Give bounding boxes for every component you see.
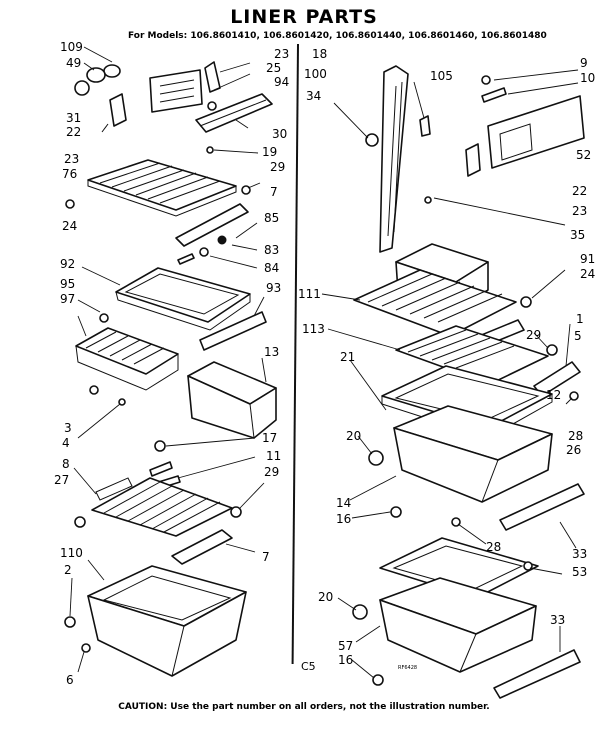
callout-label: 23	[274, 47, 290, 61]
callout-label: 16	[338, 653, 354, 667]
callout-label: 28	[568, 429, 584, 443]
callout-label: 19	[262, 145, 278, 159]
light-cover-part	[195, 93, 273, 154]
callout-label: 31	[66, 111, 82, 125]
callout-label: 24	[62, 219, 78, 233]
model-numbers: For Models: 106.8601410, 106.8601420, 10…	[128, 31, 547, 41]
freezer-wire-shelf-lower	[74, 477, 242, 565]
callout-label: 3	[64, 421, 72, 435]
callout-label: 22	[66, 125, 82, 139]
callout-label: 84	[264, 261, 280, 275]
control-housing	[465, 75, 585, 177]
callout-label: 24	[580, 267, 596, 281]
callout-label: 52	[576, 148, 592, 162]
callout-label: 5	[574, 329, 582, 343]
callout-label: 29	[264, 465, 280, 479]
callout-label: 13	[264, 345, 280, 359]
crisper-drawer	[368, 405, 553, 518]
callout-label: 109	[60, 40, 83, 54]
callout-label: 110	[60, 546, 83, 560]
callout-label: 26	[566, 443, 582, 457]
callout-label: 9	[580, 56, 588, 70]
freezer-wire-shelf-upper	[65, 159, 251, 217]
freezer-basket	[64, 565, 247, 677]
callout-label: 21	[340, 350, 356, 364]
drawing-code: RF6428	[398, 665, 418, 671]
callout-label: 76	[62, 167, 78, 181]
callout-label: 85	[264, 211, 280, 225]
callout-label: 20	[346, 429, 362, 443]
callout-label: 4	[62, 436, 70, 450]
callout-label: 17	[262, 431, 278, 445]
callout-label: 2	[64, 563, 72, 577]
callout-label: 23	[572, 204, 588, 218]
callout-label: 49	[66, 56, 82, 70]
callout-label: 16	[336, 512, 352, 526]
callout-leader-lines	[69, 46, 579, 679]
callout-label: 8	[62, 457, 70, 471]
callout-label: 23	[64, 152, 80, 166]
callout-label: 53	[572, 565, 588, 579]
callout-label: 29	[526, 328, 542, 342]
callout-label: 97	[60, 292, 76, 306]
callout-label: 20	[318, 590, 334, 604]
callout-label: 11	[266, 449, 282, 463]
callout-label: 100	[304, 67, 327, 81]
callout-label: 33	[572, 547, 588, 561]
caution-note: CAUTION: Use the part number on all orde…	[118, 702, 490, 712]
callout-label: 113	[302, 322, 325, 336]
freezer-tray	[99, 267, 267, 351]
callout-label: 7	[262, 550, 270, 564]
section-mark: C5	[301, 660, 316, 673]
callout-label: 83	[264, 243, 280, 257]
callout-label: 29	[270, 160, 286, 174]
callout-label: 95	[60, 277, 76, 291]
vertical-shelf-track	[365, 65, 432, 253]
callout-label: 12	[546, 388, 562, 402]
crisper-drawer-lower	[352, 577, 581, 699]
shelf-rail-upper	[175, 203, 249, 265]
callout-label: 22	[572, 184, 588, 198]
callout-label: 93	[266, 281, 282, 295]
callout-label: 94	[274, 75, 290, 89]
callout-label: 33	[550, 613, 566, 627]
ice-storage-bin	[187, 361, 277, 439]
callout-label: 7	[270, 185, 278, 199]
callout-label: 35	[570, 228, 586, 242]
callout-label: 34	[306, 89, 322, 103]
light-bulb-part	[74, 64, 121, 96]
callout-label: 105	[430, 69, 453, 83]
callout-label: 30	[272, 127, 288, 141]
callout-label: 91	[580, 252, 596, 266]
callout-label: 25	[266, 61, 282, 75]
diagram-title: LINER PARTS	[230, 6, 378, 28]
callout-label: 10	[580, 71, 596, 85]
callout-label: 92	[60, 257, 76, 271]
ice-cube-tray	[75, 327, 179, 406]
callout-label: 14	[336, 496, 352, 510]
light-housing-part	[101, 61, 221, 133]
callout-label: 27	[54, 473, 70, 487]
callout-label: 6	[66, 673, 74, 687]
callout-label: 1	[576, 312, 584, 326]
drawer-slide-rail-upper	[499, 483, 585, 531]
callout-label: 28	[486, 540, 502, 554]
callout-label: 18	[312, 47, 328, 61]
callout-label: 111	[298, 287, 321, 301]
callout-label: 57	[338, 639, 354, 653]
